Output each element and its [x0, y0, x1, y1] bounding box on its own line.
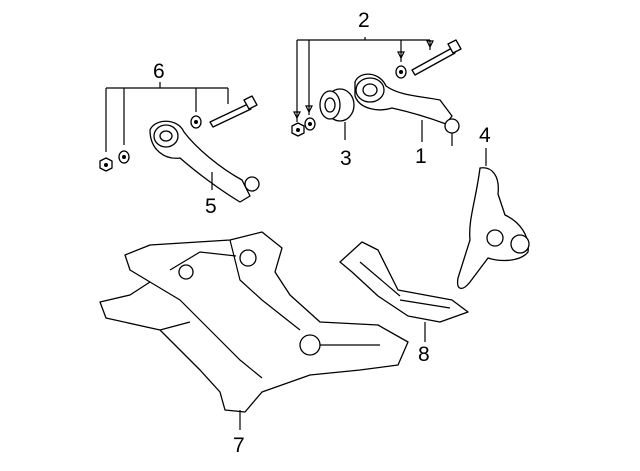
callout-6-leaders — [105, 82, 229, 152]
callout-7-label: 7 — [233, 434, 245, 457]
nut-icon — [291, 122, 305, 137]
engine-cradle — [99, 231, 409, 413]
control-arm-right — [354, 73, 460, 146]
cross-member — [339, 241, 469, 323]
washer-icon — [395, 65, 407, 79]
washer-icon — [190, 115, 202, 129]
control-arm-left — [149, 120, 260, 203]
bolt-icon — [411, 39, 462, 76]
callout-3-label: 3 — [340, 147, 352, 170]
callout-5-label: 5 — [205, 195, 217, 218]
callout-8-label: 8 — [418, 343, 430, 366]
steering-knuckle — [456, 167, 530, 289]
callout-2-label: 2 — [358, 9, 370, 32]
callout-4-label: 4 — [479, 124, 491, 147]
bolt-icon — [209, 95, 258, 128]
callout-1-label: 1 — [415, 145, 427, 168]
callout-6-label: 6 — [153, 60, 165, 83]
washer-icon — [304, 117, 316, 131]
bushing-icon — [319, 88, 355, 122]
washer-icon — [118, 150, 130, 164]
callout-2-leaders — [293, 37, 434, 122]
nut-icon — [99, 157, 113, 172]
